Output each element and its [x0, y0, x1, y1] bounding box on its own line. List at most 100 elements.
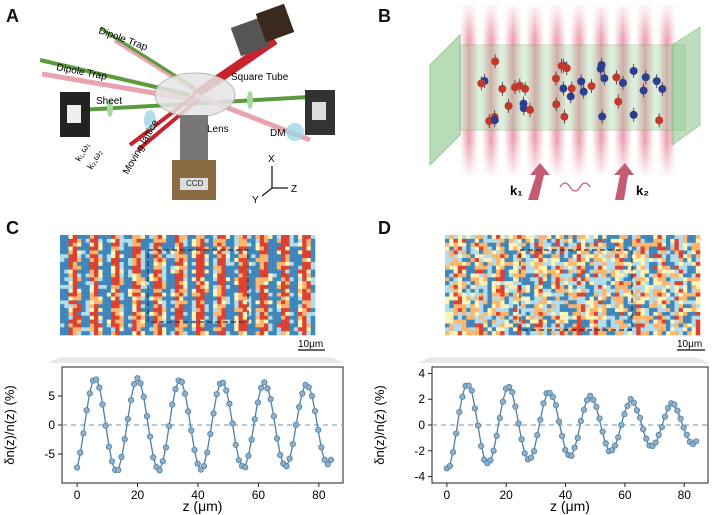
heatmap-cell — [496, 238, 501, 243]
heatmap-cell — [542, 327, 548, 332]
heatmap-cell — [264, 281, 269, 286]
heatmap-cell — [259, 308, 265, 313]
heatmap-cell — [530, 285, 535, 290]
heatmap-cell — [627, 242, 633, 247]
heatmap-cell — [449, 311, 454, 317]
heatmap-cell — [289, 258, 295, 263]
data-point — [512, 403, 519, 410]
atom-icon — [598, 112, 607, 121]
heatmap-cell — [479, 254, 484, 259]
heatmap-cell — [508, 261, 514, 267]
heatmap-cell — [555, 261, 561, 267]
heatmap-cell — [678, 311, 684, 317]
heatmap-cell — [213, 277, 218, 282]
heatmap-cell — [302, 273, 307, 278]
data-point — [540, 400, 547, 407]
heatmap-cell — [196, 235, 201, 240]
heatmap-cell — [674, 238, 680, 243]
heatmap-cell — [678, 269, 684, 274]
heatmap-cell — [157, 265, 163, 270]
heatmap-cell — [572, 242, 578, 247]
heatmap-cell — [457, 254, 463, 259]
heatmap-cell — [593, 261, 599, 267]
heatmap-cell — [666, 319, 671, 324]
heatmap-cell — [251, 288, 256, 293]
heatmap-cell — [72, 300, 78, 305]
heatmap-cell — [276, 331, 282, 336]
heatmap-cell — [119, 288, 125, 293]
heatmap-cell — [683, 235, 688, 240]
heatmap-cell — [453, 250, 459, 255]
heatmap-cell — [64, 235, 69, 240]
heatmap-cell — [457, 319, 463, 324]
heatmap-cell — [94, 331, 99, 336]
heatmap-cell — [474, 288, 480, 293]
heatmap-cell — [649, 331, 654, 336]
data-point — [118, 453, 125, 461]
heatmap-cell — [691, 311, 697, 317]
heatmap-cell — [221, 292, 227, 297]
heatmap-cell — [547, 319, 552, 324]
heatmap-cell — [649, 242, 654, 247]
heatmap-cell — [68, 238, 74, 243]
heatmap-cell — [213, 265, 218, 270]
y-axis-label: δn(z)/n(z) (%) — [2, 385, 17, 464]
heatmap-cell — [272, 269, 278, 274]
heatmap-cell — [242, 327, 248, 332]
heatmap-cell — [640, 250, 646, 255]
heatmap-cell — [670, 288, 675, 293]
data-point — [652, 439, 659, 446]
heatmap-cell — [657, 269, 663, 274]
heatmap-cell — [466, 296, 471, 301]
heatmap-cell — [589, 250, 595, 255]
heatmap-cell — [191, 258, 197, 263]
heatmap-cell — [136, 292, 142, 297]
heatmap-cell — [221, 304, 227, 309]
heatmap-cell — [670, 242, 675, 247]
heatmap-cell — [564, 327, 569, 332]
heatmap-cell — [77, 319, 82, 324]
heatmap-cell — [179, 308, 184, 313]
heatmap-cell — [551, 269, 556, 274]
heatmap-cell — [85, 273, 91, 278]
heatmap-cell — [98, 315, 103, 320]
heatmap-cell — [670, 285, 675, 290]
heatmap-cell — [225, 258, 231, 263]
heatmap-cell — [589, 311, 595, 317]
heatmap-cell — [457, 296, 463, 301]
heatmap-cell — [644, 235, 650, 240]
panel-label-a: A — [6, 6, 19, 26]
heatmap-cell — [521, 246, 527, 251]
heatmap-cell — [230, 246, 235, 251]
heatmap-cell — [132, 250, 137, 255]
heatmap-cell — [89, 319, 95, 324]
heatmap-cell — [466, 265, 471, 270]
heatmap-cell — [81, 292, 86, 297]
heatmap-cell — [225, 246, 231, 251]
heatmap-cell — [695, 331, 701, 336]
heatmap-cell — [521, 327, 527, 332]
heatmap-cell — [310, 250, 316, 255]
heatmap-cell — [264, 250, 269, 255]
y-tick-label: -5 — [44, 447, 55, 461]
heatmap-cell — [106, 331, 112, 336]
heatmap-cell — [513, 285, 518, 290]
heatmap-cell — [525, 281, 531, 286]
data-point — [115, 466, 122, 474]
data-point — [327, 456, 335, 463]
data-point — [140, 393, 147, 400]
heatmap-cell — [170, 238, 176, 243]
heatmap-cell — [487, 323, 493, 328]
heatmap-cell — [457, 331, 463, 336]
heatmap-cell — [225, 269, 231, 274]
heatmap-cell — [68, 281, 74, 286]
heatmap-cell — [285, 265, 290, 270]
heatmap-cell — [623, 296, 629, 301]
heatmap-cell — [72, 246, 78, 251]
heatmap-cell — [310, 288, 316, 293]
heatmap-cell — [259, 238, 265, 243]
data-point — [478, 442, 485, 450]
heatmap-cell — [606, 327, 612, 332]
heatmap-cell — [687, 246, 692, 251]
heatmap-cell — [504, 315, 510, 320]
